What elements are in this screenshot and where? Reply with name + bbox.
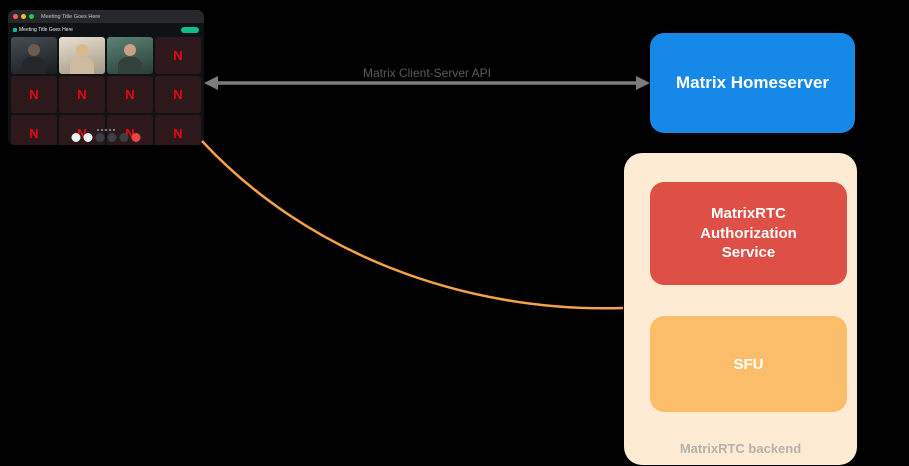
participants-button	[107, 133, 117, 142]
window-zoom-icon	[29, 14, 34, 19]
meeting-title: Meeting Title Goes Here	[13, 27, 73, 33]
call-controls	[71, 133, 141, 142]
window-minimize-icon	[21, 14, 26, 19]
avatar-letter: N	[77, 87, 87, 102]
camera-button	[83, 133, 93, 142]
page-dot	[113, 129, 115, 131]
video-tile	[11, 37, 57, 74]
arrowhead-right-icon	[636, 76, 650, 90]
avatar-letter: N	[125, 126, 135, 141]
avatar-letter: N	[29, 87, 39, 102]
avatar-tile: N	[107, 76, 153, 113]
browser-titlebar: Meeting Title Goes Here	[8, 10, 204, 23]
video-tile	[107, 37, 153, 74]
screenshare-button	[95, 133, 105, 142]
pagination-dots	[97, 129, 115, 131]
arrowhead-left-icon	[204, 76, 218, 90]
avatar-letter: N	[173, 48, 183, 63]
avatar-letter: N	[125, 87, 135, 102]
video-tile-grid: N N N N N N N N N	[11, 37, 201, 145]
page-dot	[101, 129, 103, 131]
sfu-box: SFU	[650, 316, 847, 412]
video-tile	[59, 37, 105, 74]
avatar-tile: N	[155, 115, 201, 145]
avatar-letter: N	[173, 87, 183, 102]
call-app-view: Meeting Title Goes Here N N N N N N N N N	[8, 23, 204, 145]
avatar-letter: N	[29, 126, 39, 141]
sfu-label: SFU	[733, 355, 764, 373]
matrixrtc-authorization-service-box: MatrixRTC Authorization Service	[650, 182, 847, 285]
call-header: Meeting Title Goes Here	[11, 25, 201, 35]
mic-button	[71, 133, 81, 142]
matrix-homeserver-box: Matrix Homeserver	[650, 33, 855, 133]
matrixrtc-backend-label: MatrixRTC backend	[679, 441, 802, 456]
video-call-screenshot: Meeting Title Goes Here Meeting Title Go…	[8, 10, 204, 145]
avatar-letter: N	[173, 126, 183, 141]
more-options-button	[119, 133, 129, 142]
avatar-letter: N	[77, 126, 87, 141]
avatar-tile: N	[11, 115, 57, 145]
window-close-icon	[13, 14, 18, 19]
call-action-pill	[181, 27, 199, 33]
client-sfu-connection	[201, 140, 624, 310]
avatar-tile: N	[59, 76, 105, 113]
browser-tab-title: Meeting Title Goes Here	[41, 13, 101, 20]
matrixrtc-authorization-service-label: MatrixRTC Authorization Service	[700, 205, 797, 262]
avatar-tile: N	[155, 37, 201, 74]
page-dot	[97, 129, 99, 131]
matrix-homeserver-label: Matrix Homeserver	[675, 73, 830, 92]
matrixrtc-backend-container: MatrixRTC Authorization Service SFU Matr…	[624, 153, 857, 465]
avatar-tile: N	[11, 76, 57, 113]
avatar-tile: N	[155, 76, 201, 113]
hangup-button	[131, 133, 141, 142]
page-dot	[105, 129, 107, 131]
arrow-label: Matrix Client-Server API	[362, 66, 492, 80]
page-dot	[109, 129, 111, 131]
